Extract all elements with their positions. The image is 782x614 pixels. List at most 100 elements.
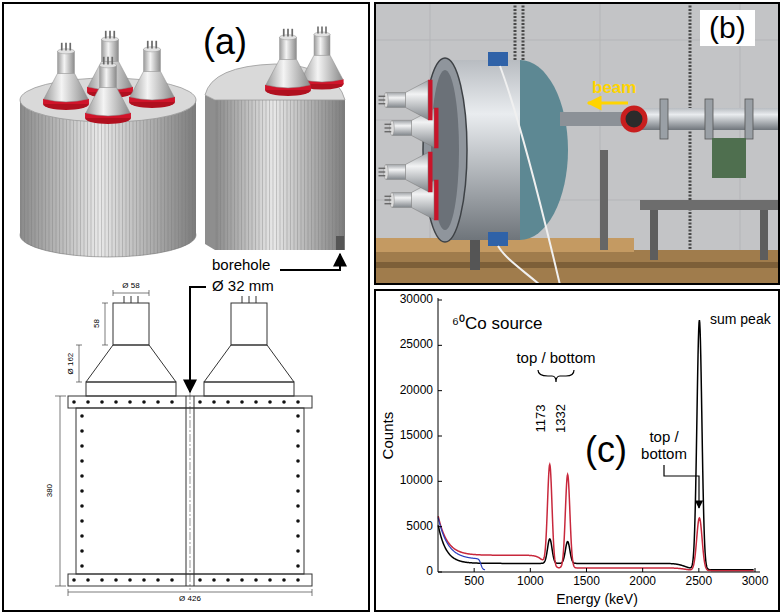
axis-tick bbox=[438, 572, 442, 573]
rib bbox=[21, 103, 22, 238]
rib bbox=[266, 100, 267, 250]
panel-letter: (c) bbox=[585, 428, 627, 471]
figure-panel: (c) bbox=[374, 289, 780, 612]
bolt-dot bbox=[170, 578, 174, 582]
detector-render bbox=[20, 31, 196, 257]
bolt-dot bbox=[86, 578, 90, 582]
axis-tick-label: 2500 bbox=[685, 575, 712, 589]
axis-tick bbox=[530, 568, 531, 572]
rib bbox=[294, 100, 295, 250]
rib bbox=[35, 112, 36, 247]
axis-tick bbox=[438, 345, 442, 346]
callout-label: borehole bbox=[212, 256, 270, 273]
axis-tick-label: 3000 bbox=[742, 575, 769, 589]
rib bbox=[255, 100, 256, 250]
borehole-outline bbox=[186, 396, 187, 586]
rib bbox=[171, 115, 172, 250]
bolt-dot bbox=[254, 400, 258, 404]
bolt-dot bbox=[72, 578, 76, 582]
beam-valve bbox=[623, 108, 645, 130]
rib bbox=[231, 100, 232, 250]
bolt-dot bbox=[142, 400, 146, 404]
pmt-pin bbox=[379, 99, 386, 100]
pmt-pin bbox=[151, 41, 153, 49]
bolt-dot bbox=[128, 400, 132, 404]
wood-floor bbox=[376, 250, 778, 283]
pmt-pin bbox=[155, 41, 157, 49]
pmt-pin bbox=[291, 29, 293, 37]
rib bbox=[119, 122, 120, 257]
borehole-outline bbox=[194, 396, 195, 586]
pmt-pin bbox=[385, 127, 392, 128]
axis-tick bbox=[642, 568, 643, 572]
pin-outline bbox=[138, 296, 139, 303]
bolt-dot bbox=[296, 549, 300, 553]
bolt-dot bbox=[268, 578, 272, 582]
wood-beam bbox=[376, 262, 778, 268]
bolt-dot bbox=[198, 400, 202, 404]
axis-tick-label: 500 bbox=[464, 575, 484, 589]
rib bbox=[52, 117, 53, 252]
rib bbox=[45, 115, 46, 250]
rib bbox=[161, 118, 162, 253]
pmt-outline bbox=[204, 345, 294, 382]
dimension-line bbox=[76, 345, 82, 382]
rib bbox=[217, 100, 218, 250]
pmt-cone bbox=[406, 153, 429, 192]
brace bbox=[538, 370, 574, 382]
rib bbox=[332, 100, 333, 250]
pmt-cone bbox=[301, 55, 343, 82]
threaded-rod bbox=[689, 4, 692, 283]
rib bbox=[227, 100, 228, 250]
rib bbox=[290, 100, 291, 250]
technical-drawing bbox=[68, 296, 312, 590]
pmt-pin bbox=[379, 168, 386, 169]
pmt-pin bbox=[385, 124, 392, 125]
rib bbox=[77, 121, 78, 256]
axis-tick bbox=[474, 568, 475, 572]
axis-tick-label: 2000 bbox=[629, 575, 656, 589]
bolt-dot bbox=[80, 429, 84, 433]
axis-title: Energy (keV) bbox=[556, 591, 638, 607]
rib bbox=[94, 122, 95, 257]
pipe-flange bbox=[745, 99, 753, 139]
rib bbox=[84, 121, 85, 256]
pin-outline bbox=[242, 296, 243, 303]
leader-arrow bbox=[190, 287, 206, 392]
pmt-pin bbox=[317, 26, 319, 33]
bolt-dot bbox=[296, 578, 300, 582]
axis-tick bbox=[698, 568, 699, 572]
axis-tick-label: 0 bbox=[426, 565, 433, 579]
rib bbox=[339, 100, 340, 250]
bolt-dot bbox=[80, 564, 84, 568]
axis-title: Counts bbox=[379, 412, 396, 460]
rib bbox=[322, 100, 323, 250]
dimension-label: 58 bbox=[91, 320, 100, 329]
rib bbox=[143, 120, 144, 255]
pmt-cone bbox=[88, 61, 132, 89]
bolt-dot bbox=[212, 400, 216, 404]
rib bbox=[238, 100, 239, 250]
pmt-outline bbox=[86, 345, 176, 382]
table bbox=[640, 200, 778, 210]
peak-energy: 1332 bbox=[554, 404, 569, 433]
rib bbox=[28, 109, 29, 244]
leader-arrow bbox=[280, 254, 340, 270]
axis-tick bbox=[586, 568, 587, 572]
pmt-outline bbox=[204, 382, 294, 396]
rib bbox=[108, 122, 109, 257]
pmt-neck bbox=[392, 121, 412, 136]
dimension-label: Ø 162 bbox=[66, 353, 75, 375]
pmt-neck bbox=[100, 65, 117, 87]
peak-label: sum peak bbox=[710, 311, 771, 327]
rib bbox=[66, 119, 67, 254]
axis-tick-label: 10000 bbox=[400, 474, 433, 488]
rib bbox=[105, 122, 106, 257]
bolt-dot bbox=[100, 578, 104, 582]
pin-outline bbox=[256, 296, 257, 303]
pmt-group bbox=[265, 26, 344, 96]
rib bbox=[220, 100, 221, 250]
bolt-dot bbox=[212, 578, 216, 582]
wall bbox=[376, 4, 778, 283]
